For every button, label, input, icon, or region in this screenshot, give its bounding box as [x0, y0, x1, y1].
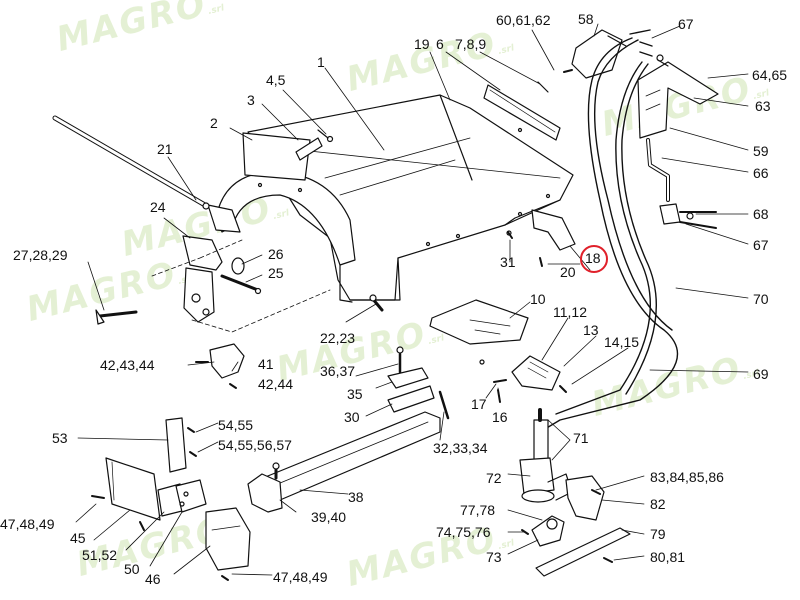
hinge-24 — [151, 235, 331, 333]
bracket-13 — [493, 355, 567, 403]
bolt-22 — [369, 294, 384, 312]
callout-70: 70 — [753, 291, 769, 307]
callout-68: 68 — [753, 206, 769, 222]
callout-39-40: 39,40 — [311, 509, 347, 525]
callout-66: 66 — [753, 165, 769, 181]
callout-24: 24 — [150, 199, 166, 215]
callout-3: 3 — [247, 92, 255, 108]
callout-16: 16 — [492, 409, 508, 425]
callout-13: 13 — [583, 322, 599, 338]
hoses — [539, 29, 679, 433]
leader-71 — [547, 419, 571, 461]
callout-54-55-56-57: 54,55,56,57 — [218, 437, 292, 453]
callout-26: 26 — [268, 246, 284, 262]
callout-80-81: 80,81 — [650, 549, 686, 565]
callout-35: 35 — [347, 386, 363, 402]
callout-82: 82 — [650, 496, 666, 512]
panel-7 — [483, 81, 561, 141]
callout-42-44: 42,44 — [258, 376, 294, 392]
callout-60-61-62: 60,61,62 — [496, 12, 551, 28]
callout-79: 79 — [650, 526, 666, 542]
callout-53: 53 — [52, 430, 68, 446]
callout-51-52: 51,52 — [82, 547, 118, 563]
callout-69: 69 — [753, 366, 769, 382]
callout-64-65: 64,65 — [752, 67, 788, 83]
callout-1: 1 — [317, 54, 325, 70]
callout-14-15: 14,15 — [604, 334, 640, 350]
bracket-82 — [565, 475, 605, 521]
callout-59: 59 — [753, 143, 769, 159]
callout-71: 71 — [573, 430, 589, 446]
bracket-18 — [506, 209, 576, 267]
callout-6: 6 — [436, 36, 444, 52]
bolt-27 — [95, 309, 138, 325]
callout-42-43-44: 42,43,44 — [100, 357, 155, 373]
plate-10 — [429, 299, 529, 365]
callout-7-8-9: 7,8,9 — [455, 36, 487, 52]
callout-19: 19 — [414, 36, 430, 52]
callout-4-5: 4,5 — [266, 72, 286, 88]
pipe-66 — [646, 138, 670, 202]
callout-17: 17 — [471, 396, 487, 412]
callout-18: 18 — [585, 250, 601, 266]
leader-lines — [75, 23, 749, 576]
callout-11-12: 11,12 — [553, 304, 587, 320]
bracket-30 — [387, 346, 450, 420]
callout-54-55: 54,55 — [218, 417, 254, 433]
callout-31: 31 — [500, 254, 516, 270]
callout-45: 45 — [70, 530, 86, 546]
callout-47-48-49: 47,48,49 — [0, 516, 55, 532]
callout-20: 20 — [560, 264, 576, 280]
bracket-53 — [165, 417, 197, 473]
clamp-50 — [157, 479, 207, 517]
beam-38 — [247, 411, 441, 513]
callout-10: 10 — [530, 291, 546, 307]
callout-63: 63 — [755, 98, 771, 114]
bracket-41 — [195, 343, 245, 389]
callout-25: 25 — [268, 265, 284, 281]
callout-77-78: 77,78 — [460, 502, 496, 518]
bracket-63 — [637, 54, 719, 139]
callout-30: 30 — [344, 409, 360, 425]
callout-36-37: 36,37 — [320, 363, 356, 379]
pin-26 — [220, 257, 262, 295]
bar-79 — [521, 515, 631, 577]
callout-46: 46 — [145, 571, 161, 587]
callout-67: 67 — [678, 16, 694, 32]
callout-21: 21 — [157, 141, 173, 157]
callout-67-b: 67 — [753, 237, 769, 253]
callout-47-48-49-b: 47,48,49 — [273, 569, 328, 585]
fitting-68 — [659, 203, 717, 229]
callout-2: 2 — [210, 115, 218, 131]
callout-74-75-76: 74,75,76 — [436, 524, 491, 540]
callout-22-23: 22,23 — [320, 330, 356, 346]
guard-46 — [205, 507, 251, 581]
callout-83-84-85-86: 83,84,85,86 — [650, 469, 724, 485]
bracket-3 — [295, 129, 334, 161]
valve-58 — [563, 29, 627, 79]
callout-41: 41 — [258, 356, 274, 372]
plate-45 — [91, 457, 161, 531]
callout-32-33-34: 32,33,34 — [433, 440, 488, 456]
highlight-circle — [580, 245, 608, 273]
callout-72: 72 — [486, 470, 502, 486]
callout-38: 38 — [348, 489, 364, 505]
cylinder-72 — [519, 408, 573, 503]
rod-21 — [52, 115, 210, 210]
callout-73: 73 — [486, 549, 502, 565]
main-cover — [207, 94, 574, 303]
callout-27-28-29: 27,28,29 — [13, 247, 68, 263]
callout-58: 58 — [578, 11, 594, 27]
callout-50: 50 — [124, 561, 140, 577]
